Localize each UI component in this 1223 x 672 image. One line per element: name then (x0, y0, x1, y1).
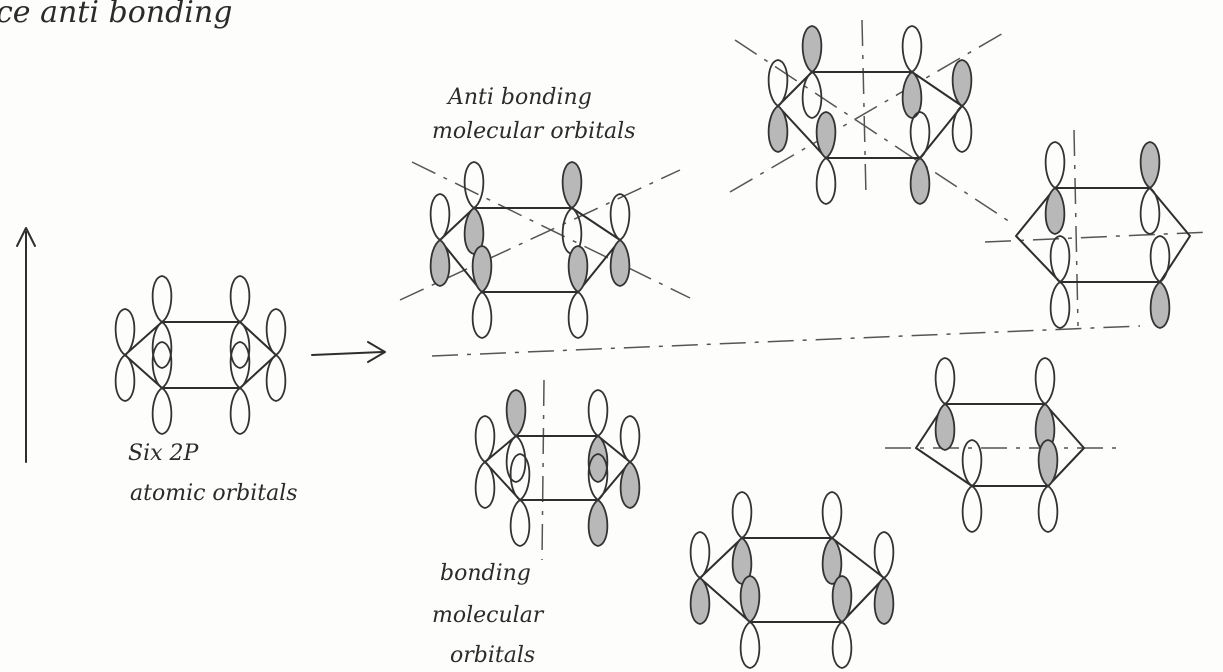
atomic-label-line2: atomic orbitals (130, 481, 298, 506)
bonding-mo-1 (476, 380, 640, 560)
antibonding-mo-2 (730, 20, 1010, 222)
atomic-orbitals-benzene (116, 276, 286, 434)
bonding-label-line3: orbitals (450, 643, 535, 668)
antibonding-mo-1 (400, 162, 690, 338)
antibonding-label-line2: molecular orbitals (432, 119, 635, 144)
bonding-label-line2: molecular (432, 603, 545, 628)
energy-axis-arrow (17, 228, 35, 462)
separator-line (432, 326, 1140, 356)
bonding-mo-3 (691, 492, 894, 668)
atomic-label-line1: Six 2P (128, 441, 200, 466)
antibonding-mo-3 (985, 130, 1210, 328)
antibonding-label-line1: Anti bonding (446, 85, 592, 110)
transition-arrow (312, 342, 385, 362)
bonding-mo-2 (885, 358, 1120, 532)
bonding-label-line1: bonding (440, 561, 531, 586)
top-left-label: ce anti bonding (0, 0, 232, 30)
